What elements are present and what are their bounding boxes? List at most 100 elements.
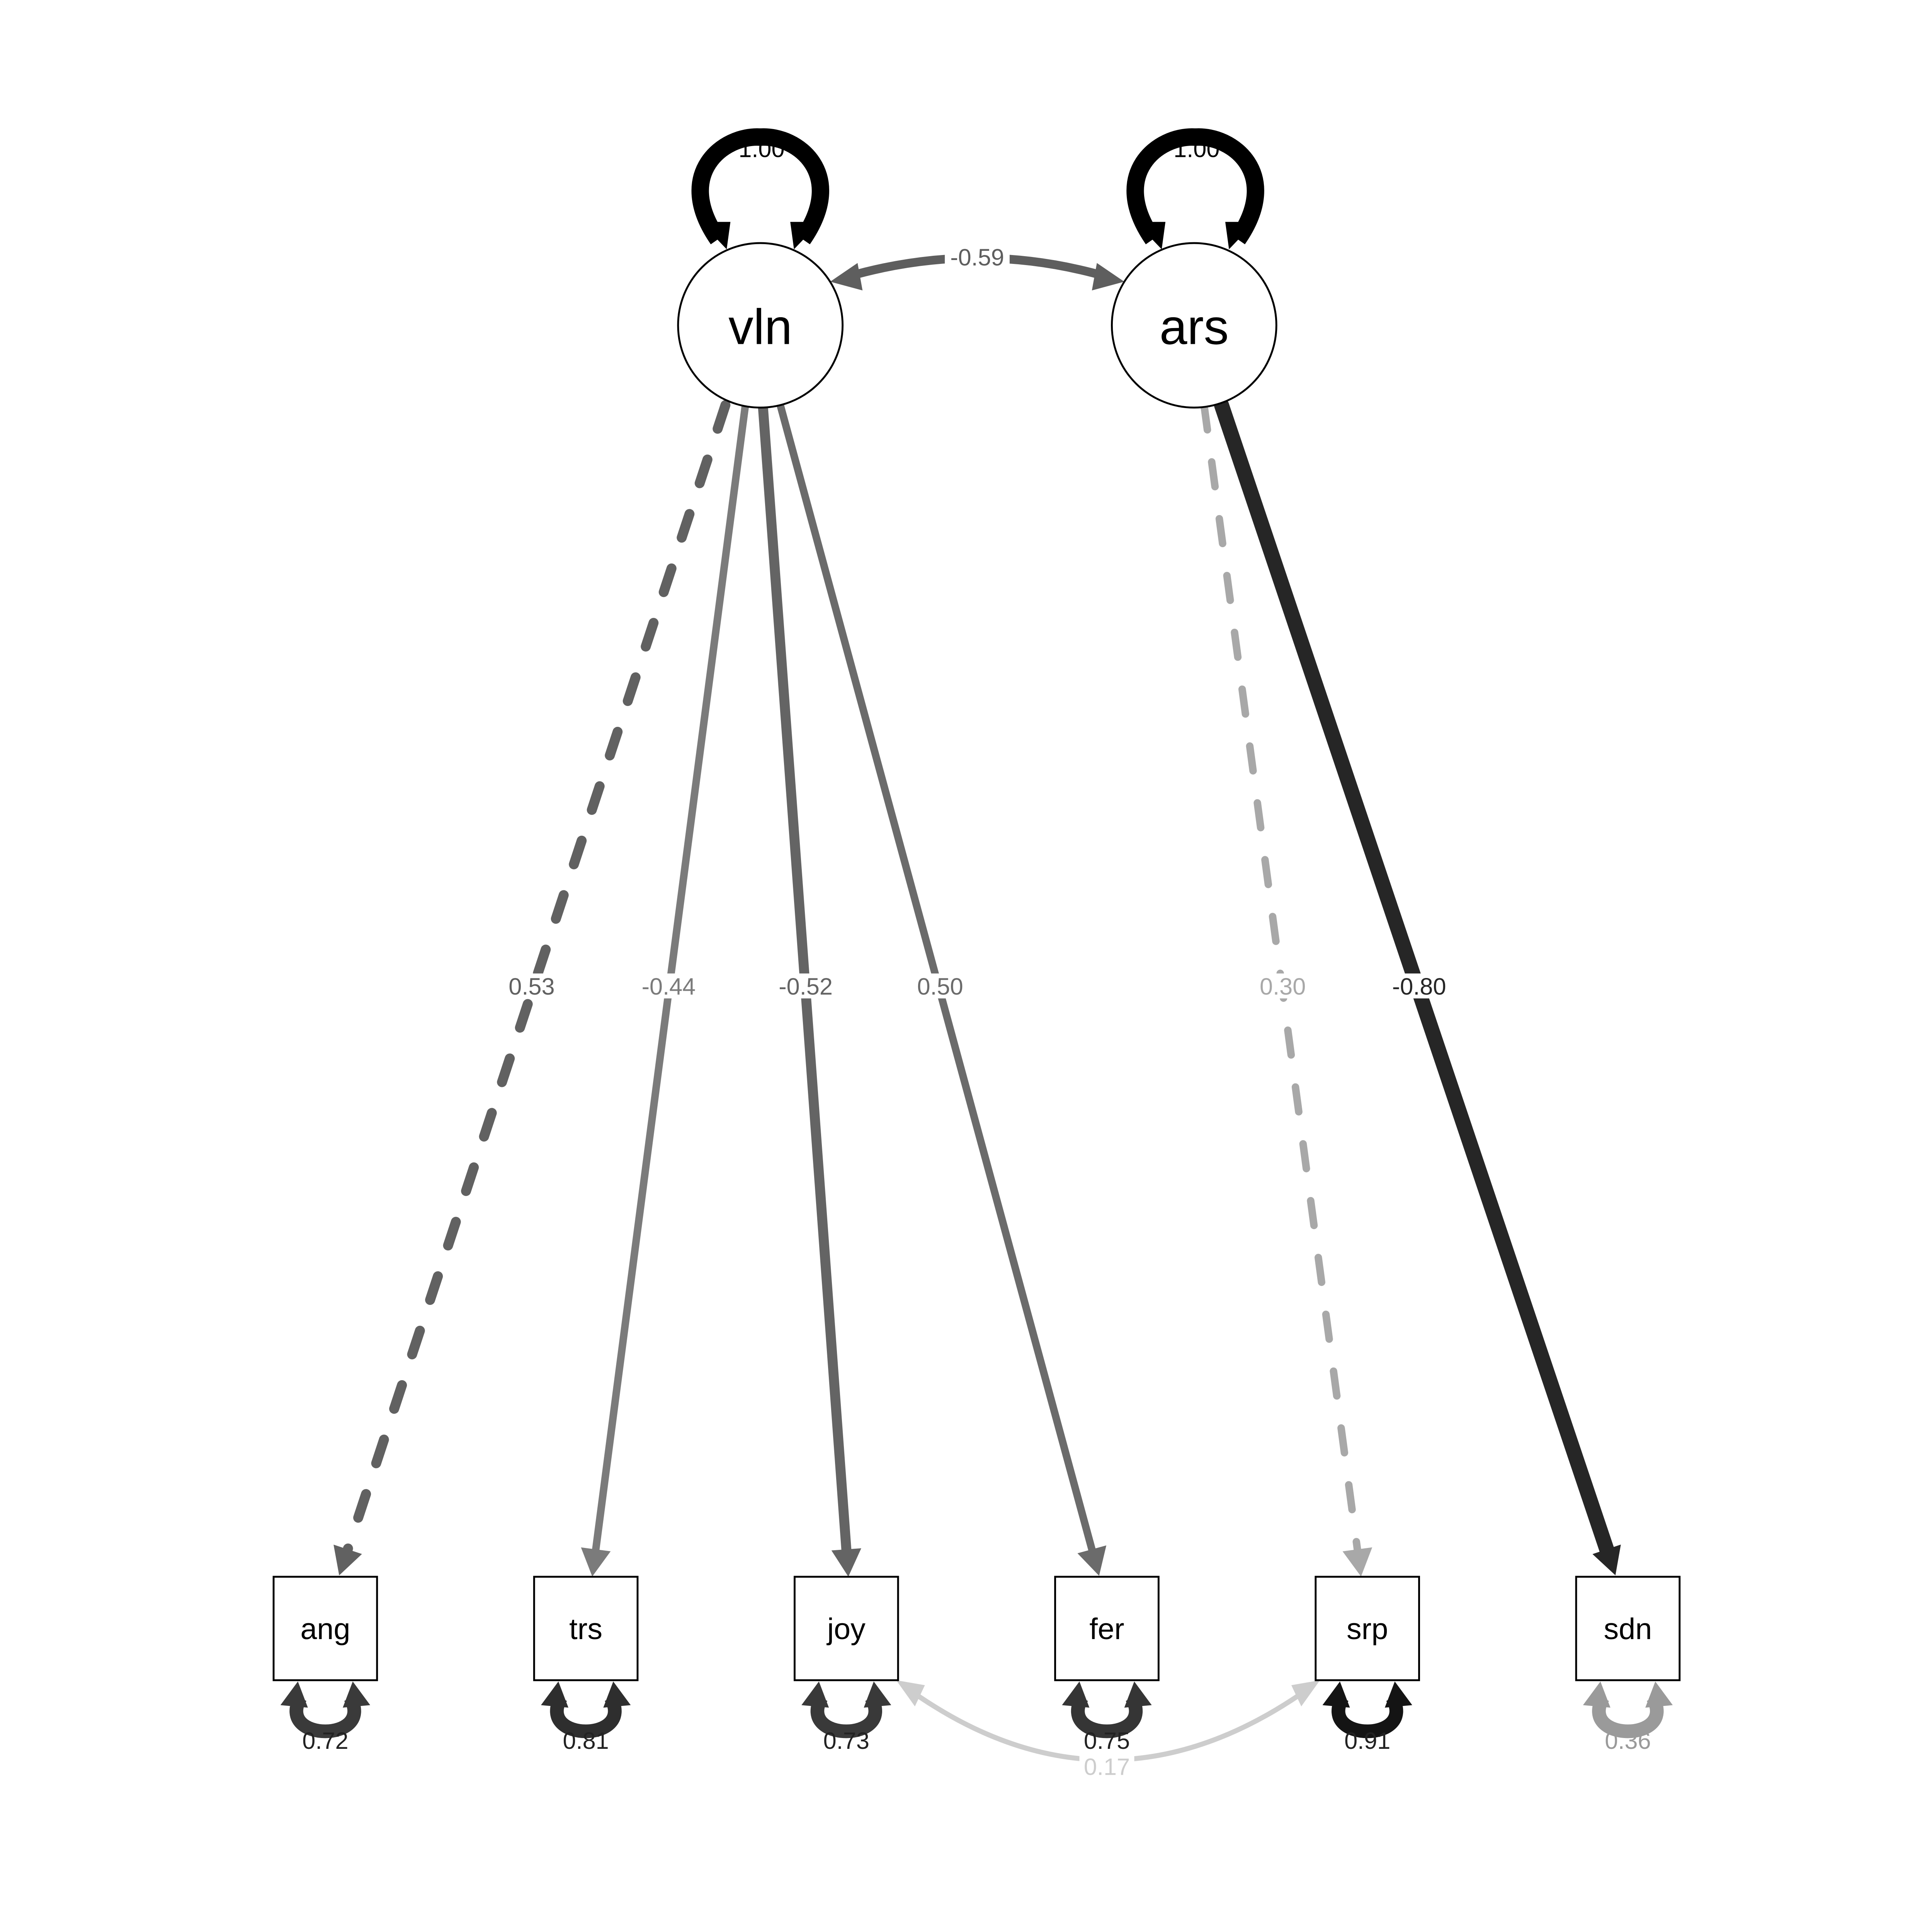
observed-label-srp: srp [1347, 1612, 1388, 1646]
residual-variance-sdn: 0.36 [1583, 1681, 1673, 1754]
variance-loop-vln [691, 128, 829, 245]
loading-vln-fer: 0.50 [776, 401, 1107, 1576]
residual-arrowhead-left-ang [280, 1681, 308, 1708]
loading-arrowhead-ang [333, 1544, 362, 1576]
covariance-arrowhead-ars [1092, 263, 1124, 291]
variance-label-vln: 1.00 [738, 136, 784, 162]
residual-covariance-joy-srp: 0.17 [896, 1680, 1320, 1780]
observed-box-joy [794, 1576, 899, 1681]
residual-variance-fer: 0.75 [1062, 1681, 1152, 1754]
residual-arrowhead-right-sdn [1645, 1681, 1673, 1708]
observed-node-trs: trs 0.81 [533, 1576, 639, 1754]
observed-box-fer [1054, 1576, 1160, 1681]
loading-label-srp: 0.30 [1260, 973, 1306, 1000]
loading-vln-trs: -0.44 [581, 401, 749, 1577]
residual-arrowhead-right-fer [1124, 1681, 1152, 1708]
residual-arrowhead-left-fer [1062, 1681, 1090, 1708]
loading-label-joy: -0.52 [779, 973, 833, 1000]
residual-arrowhead-right-srp [1384, 1681, 1412, 1708]
residual-arrowhead-left-trs [541, 1681, 568, 1708]
loading-label-sdn: -0.80 [1392, 973, 1446, 1000]
residual-label-trs: 0.81 [563, 1728, 609, 1754]
covariance-label: -0.59 [950, 244, 1004, 270]
observed-box-ang [272, 1576, 378, 1681]
residual-loop-ang [289, 1694, 361, 1738]
loading-label-fer: 0.50 [917, 973, 963, 1000]
residual-arrowhead-right-joy [864, 1681, 891, 1708]
loading-label-trs: -0.44 [642, 973, 696, 1000]
variance-label-ars: 1.00 [1173, 136, 1219, 162]
observed-node-joy: joy 0.73 [794, 1576, 899, 1754]
variance-loop-ars [1126, 128, 1264, 245]
observed-label-trs: trs [569, 1612, 602, 1646]
latent-covariance: -0.59 [830, 244, 1124, 291]
residual-covariance-label: 0.17 [1084, 1754, 1130, 1780]
loading-arrowhead-srp [1342, 1547, 1372, 1577]
variance-arrowhead-vln-right [790, 222, 820, 250]
observed-box-sdn [1575, 1576, 1681, 1681]
residual-arrowhead-left-srp [1322, 1681, 1350, 1708]
loading-label-bg-fer [909, 973, 971, 998]
observed-box-srp [1315, 1576, 1420, 1681]
residual-variance-srp: 0.91 [1322, 1681, 1412, 1754]
observed-node-ang: ang 0.72 [272, 1576, 378, 1754]
observed-node-srp: srp 0.91 [1315, 1576, 1420, 1754]
loading-label-bg-trs [637, 973, 700, 998]
loading-arrowhead-sdn [1592, 1544, 1621, 1575]
loadings: 0.53 -0.44 -0.52 0.50 0.30 -0.80 [333, 398, 1621, 1577]
residual-covariance-arrowhead-srp [1291, 1680, 1320, 1707]
residual-variance-trs: 0.81 [541, 1681, 631, 1754]
residual-covariance-label-bg [1079, 1755, 1134, 1780]
residual-variance-joy: 0.73 [801, 1681, 891, 1754]
latent-circle-ars [1111, 242, 1277, 409]
residual-loop-joy [810, 1694, 882, 1738]
residual-label-srp: 0.91 [1344, 1728, 1390, 1754]
residual-loop-trs [550, 1694, 622, 1738]
loading-ars-sdn: -0.80 [1214, 398, 1621, 1575]
loading-arrowhead-joy [831, 1548, 861, 1577]
observed-box-trs [533, 1576, 639, 1681]
observed-label-ang: ang [300, 1612, 350, 1646]
residual-arrowhead-left-joy [801, 1681, 829, 1708]
residual-arrowhead-right-trs [603, 1681, 631, 1708]
loading-arrowhead-fer [1077, 1545, 1107, 1576]
observed-node-sdn: sdn 0.36 [1575, 1576, 1681, 1754]
residual-label-fer: 0.75 [1084, 1728, 1130, 1754]
latent-label-ars: ars [1160, 299, 1229, 355]
loading-ars-srp: 0.30 [1200, 401, 1372, 1577]
observed-label-joy: joy [827, 1612, 866, 1646]
residual-label-sdn: 0.36 [1605, 1728, 1651, 1754]
latent-variance-vln: 1.00 [691, 128, 829, 250]
residual-label-ang: 0.72 [302, 1728, 348, 1754]
loading-label-bg-joy [774, 973, 837, 998]
residual-label-joy: 0.73 [823, 1728, 869, 1754]
residual-covariance-arrowhead-joy [896, 1680, 925, 1707]
loading-arrowhead-trs [581, 1547, 611, 1577]
residual-loop-srp [1332, 1694, 1403, 1738]
variance-arrowhead-ars-right [1225, 222, 1255, 250]
residual-arrowhead-left-sdn [1583, 1681, 1611, 1708]
covariance-label-bg [945, 245, 1010, 270]
latent-node-ars: ars [1111, 242, 1277, 409]
observed-label-fer: fer [1089, 1612, 1124, 1646]
residual-loop-fer [1071, 1694, 1143, 1738]
observed-label-sdn: sdn [1604, 1612, 1652, 1646]
variance-arrowhead-ars-left [1135, 222, 1166, 250]
variance-arrowhead-vln-left [700, 222, 731, 250]
observed-node-fer: fer 0.75 [1054, 1576, 1160, 1754]
loading-label-ang: 0.53 [509, 973, 554, 1000]
residual-arrowhead-right-ang [343, 1681, 371, 1708]
latent-node-vln: vln [677, 242, 844, 409]
latent-label-vln: vln [728, 299, 792, 355]
loading-label-bg-ang [500, 973, 563, 998]
residual-loop-sdn [1592, 1694, 1664, 1738]
loading-label-bg-sdn [1388, 973, 1451, 998]
residual-variance-ang: 0.72 [280, 1681, 371, 1754]
loading-vln-joy: -0.52 [758, 400, 861, 1577]
observed-variables: ang 0.72 trs 0.81 joy 0.73 fer 0.75 srp 0.91 sdn 0.… [272, 1576, 1681, 1754]
loading-vln-ang: 0.53 [333, 400, 731, 1576]
loading-label-bg-srp [1252, 973, 1314, 998]
latent-variance-ars: 1.00 [1126, 128, 1264, 250]
covariance-arrowhead-vln [830, 263, 863, 291]
